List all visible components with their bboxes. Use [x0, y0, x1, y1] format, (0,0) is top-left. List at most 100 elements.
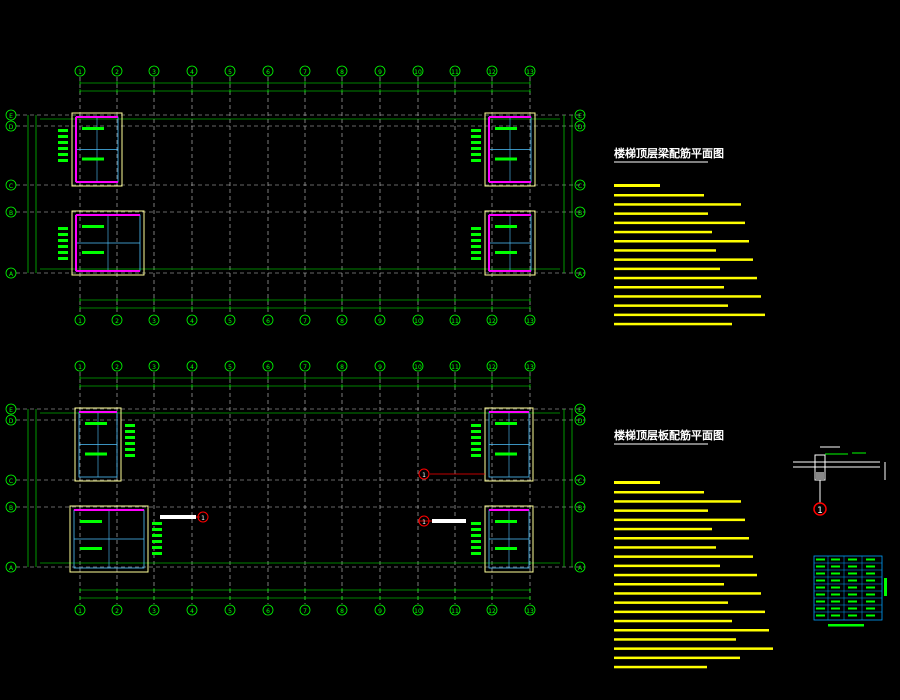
axis-label-col: 7: [303, 608, 307, 615]
note-line: [614, 629, 769, 632]
axis-label-col: 7: [303, 318, 307, 325]
section-detail: 1: [793, 446, 886, 516]
table-cell-text: [831, 565, 840, 568]
rebar-label: [58, 153, 68, 156]
axis-bubble-row: [5, 474, 17, 486]
detail-hatch: [816, 472, 824, 480]
axis-label-col: 3: [152, 318, 156, 325]
axis-bubble-col: [224, 314, 236, 326]
rebar-label: [82, 157, 104, 161]
axis-bubble-row: [574, 109, 586, 121]
axis-label-col: 12: [488, 69, 496, 76]
axis-label-col: 3: [152, 608, 156, 615]
rebar-label: [471, 448, 481, 451]
section-marker-circle: [418, 515, 430, 527]
axis-label-col: 10: [414, 318, 422, 325]
axis-bubble-col: [299, 604, 311, 616]
table-cell-text: [848, 579, 857, 582]
axis-label-col: 6: [266, 69, 270, 76]
rebar-label: [471, 129, 481, 132]
rebar-label: [152, 534, 162, 537]
axis-bubble-col: [74, 604, 86, 616]
axis-label-col: 4: [190, 608, 194, 615]
note-line: [614, 313, 765, 317]
axis-bubble-row: [5, 120, 17, 132]
axis-bubble-row: [574, 120, 586, 132]
note-line: [614, 194, 704, 197]
stair-core-wall: [484, 112, 536, 187]
axis-label-col: 12: [488, 318, 496, 325]
axis-bubble-col: [336, 604, 348, 616]
axis-bubble-col: [486, 604, 498, 616]
axis-label-row: C: [9, 183, 13, 190]
axis-bubble-col: [374, 314, 386, 326]
axis-bubble-col: [111, 360, 123, 372]
table-cell-text: [831, 558, 840, 561]
axis-bubble-col: [486, 360, 498, 372]
rebar-label: [58, 239, 68, 242]
axis-bubble-row: [574, 206, 586, 218]
axis-bubble-row: [5, 206, 17, 218]
axis-bubble-row: [5, 109, 17, 121]
axis-label-col: 9: [378, 608, 382, 615]
rebar-label: [495, 157, 517, 161]
axis-label-col: 4: [190, 318, 194, 325]
rebar-label: [85, 452, 107, 456]
table-cell-text: [866, 600, 875, 603]
axis-bubble-row: [574, 179, 586, 191]
axis-bubble-row: [5, 414, 17, 426]
note-line: [614, 500, 741, 503]
rebar-label: [471, 540, 481, 543]
axis-bubble-col: [412, 65, 424, 77]
rebar-label: [58, 141, 68, 144]
note-line: [614, 221, 745, 225]
axis-label-col: 10: [414, 364, 422, 371]
rebar-label: [152, 528, 162, 531]
rebar-label: [58, 257, 68, 260]
axis-label-row: B: [578, 210, 582, 217]
table-cell-text: [848, 558, 857, 561]
note-line: [614, 537, 749, 540]
rebar-label: [82, 127, 104, 130]
table-cell-text: [816, 600, 825, 603]
rebar-label: [82, 225, 104, 228]
axis-bubble-row: [574, 267, 586, 279]
axis-label-row: D: [9, 418, 14, 425]
axis-label-col: 5: [228, 69, 232, 76]
axis-label-col: 2: [115, 318, 119, 325]
rebar-label: [495, 520, 517, 523]
axis-label-col: 2: [115, 608, 119, 615]
axis-bubble-row: [5, 403, 17, 415]
axis-label-row: E: [9, 407, 13, 414]
table-cell-text: [831, 586, 840, 589]
axis-label-row: E: [578, 113, 582, 120]
rebar-label: [471, 546, 481, 549]
axis-bubble-col: [336, 360, 348, 372]
axis-label-col: 1: [78, 608, 82, 615]
axis-label-col: 13: [526, 318, 534, 325]
axis-label-col: 13: [526, 69, 534, 76]
rebar-label: [495, 225, 517, 228]
table-cell-text: [816, 565, 825, 568]
rebar-label: [471, 153, 481, 156]
rebar-label: [471, 227, 481, 230]
table-cell-text: [816, 572, 825, 575]
axis-label-row: C: [578, 478, 582, 485]
rebar-label: [82, 251, 104, 254]
section-marker-circle: [197, 511, 209, 523]
axis-label-col: 4: [190, 69, 194, 76]
note-line: [614, 304, 728, 307]
axis-bubble-col: [111, 65, 123, 77]
note-line: [614, 665, 707, 669]
note-line: [614, 546, 716, 549]
table-cell-text: [866, 586, 875, 589]
axis-bubble-col: [524, 360, 536, 372]
axis-label-col: 11: [451, 364, 459, 371]
note-line: [614, 203, 741, 206]
axis-label-col: 11: [451, 608, 459, 615]
axis-label-col: 8: [340, 608, 344, 615]
axis-label-col: 7: [303, 364, 307, 371]
rebar-label: [58, 129, 68, 132]
rebar-label: [471, 528, 481, 531]
axis-label-col: 1: [78, 318, 82, 325]
